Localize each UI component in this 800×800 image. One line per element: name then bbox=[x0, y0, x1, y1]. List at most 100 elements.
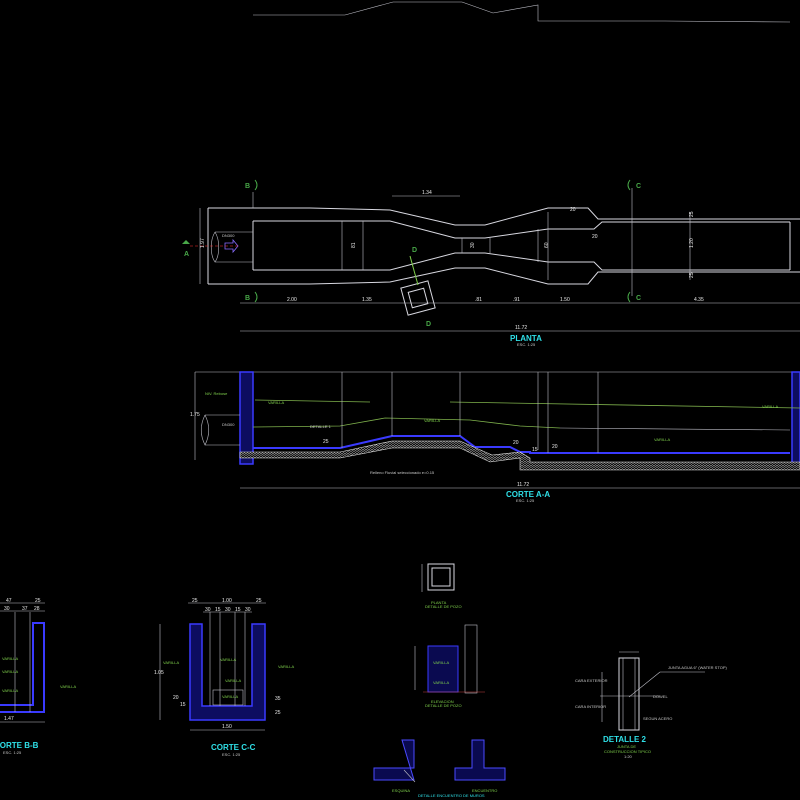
pit-d bbox=[400, 280, 436, 316]
flow-arrow-icon bbox=[224, 238, 239, 254]
bottom-dimensions: 2.00 1.35 .81 .91 1.50 4.35 bbox=[287, 297, 704, 303]
height-dim: 1.75 bbox=[190, 412, 200, 418]
annotation: Relleno Fluvial seleccionado e=0.15 bbox=[370, 470, 435, 475]
svg-text:1.35: 1.35 bbox=[362, 297, 372, 303]
detalle-encuentro-view: ESQUINA ENCUENTRO DETALLE ENCUENTRO DE M… bbox=[373, 739, 506, 798]
annotation: NIV. Rebose bbox=[205, 391, 228, 396]
svg-text:VARILLA: VARILLA bbox=[433, 660, 449, 665]
svg-text:25: 25 bbox=[35, 598, 41, 604]
corte-aa-scale: ESC. 1:25 bbox=[516, 498, 535, 503]
svg-text:VARILLA: VARILLA bbox=[278, 664, 294, 669]
dim-label: 15 bbox=[532, 447, 538, 453]
total-length-dim: 11.72 bbox=[517, 482, 529, 488]
pipe-label: DN300 bbox=[222, 422, 235, 427]
svg-text:.81: .81 bbox=[475, 297, 482, 303]
detalle-pozo-view: PLANTA DETALLE DE POZO VARILLA VARILLA E… bbox=[414, 563, 485, 708]
top-profile-line bbox=[253, 1, 791, 23]
svg-text:PLANTA: PLANTA bbox=[431, 600, 447, 605]
svg-text:30: 30 bbox=[205, 607, 211, 613]
svg-text:30: 30 bbox=[225, 607, 231, 613]
svg-text:VARILLA: VARILLA bbox=[2, 669, 18, 674]
section-c-marker-top: C bbox=[636, 183, 641, 190]
section-c-marker-bottom: C bbox=[636, 295, 641, 302]
svg-text:ELEVACION: ELEVACION bbox=[431, 699, 454, 704]
svg-text:25: 25 bbox=[256, 598, 262, 604]
dim-label: 81 bbox=[351, 242, 357, 248]
svg-text:VARILLA: VARILLA bbox=[163, 660, 179, 665]
svg-text:VARILLA: VARILLA bbox=[60, 684, 76, 689]
svg-text:15: 15 bbox=[180, 702, 186, 708]
dim-label: 25 bbox=[689, 272, 695, 278]
svg-text:1.47: 1.47 bbox=[4, 716, 14, 722]
svg-text:1.50: 1.50 bbox=[222, 724, 232, 730]
svg-text:35: 35 bbox=[275, 696, 281, 702]
svg-text:47: 47 bbox=[6, 598, 12, 604]
svg-text:4.35: 4.35 bbox=[694, 297, 704, 303]
svg-text:15: 15 bbox=[235, 607, 241, 613]
annotation: VARILLA bbox=[268, 400, 284, 405]
svg-text:VARILLA: VARILLA bbox=[225, 678, 241, 683]
width-dim: 1.97 bbox=[200, 238, 206, 248]
section-d-marker-bottom: D bbox=[426, 321, 431, 328]
svg-text:DETALLE DE POZO: DETALLE DE POZO bbox=[425, 703, 462, 708]
detalle-2-view: JUNTA AGUA 6" (WATER STOP) CARA EXTERIOR… bbox=[575, 651, 728, 759]
section-a-marker: A bbox=[184, 251, 189, 258]
annotation: VARILLA bbox=[654, 437, 670, 442]
dim-label: 25 bbox=[689, 211, 695, 217]
corte-cc-view: 25 1.00 25 30 15 30 15 30 1.05 VARILLA V… bbox=[154, 598, 294, 757]
planta-scale: ESC. 1:25 bbox=[517, 342, 536, 347]
svg-text:1:20: 1:20 bbox=[624, 754, 633, 759]
svg-text:DETALLE ENCUENTRO DE MUROS: DETALLE ENCUENTRO DE MUROS bbox=[418, 793, 485, 798]
dim-label: 20 bbox=[570, 207, 576, 213]
svg-text:VARILLA: VARILLA bbox=[433, 680, 449, 685]
svg-text:VARILLA: VARILLA bbox=[2, 656, 18, 661]
svg-text:CARA EXTERIOR: CARA EXTERIOR bbox=[575, 678, 608, 683]
annotation: VARILLA bbox=[762, 404, 778, 409]
svg-text:ESC. 1:25: ESC. 1:25 bbox=[3, 750, 22, 755]
corte-aa-view: 1.75 DN300 NIV. Rebose VARILLA DETALLE 1… bbox=[190, 371, 800, 503]
svg-text:25: 25 bbox=[192, 598, 198, 604]
svg-text:.91: .91 bbox=[513, 297, 520, 303]
svg-text:DOWEL: DOWEL bbox=[653, 694, 668, 699]
svg-text:37: 37 bbox=[22, 606, 28, 612]
svg-text:28: 28 bbox=[34, 606, 40, 612]
svg-text:SEGUN ACERO: SEGUN ACERO bbox=[643, 716, 672, 721]
corte-bb-title: CORTE B-B bbox=[0, 741, 39, 750]
svg-text:VARILLA: VARILLA bbox=[222, 694, 238, 699]
svg-text:VARILLA: VARILLA bbox=[220, 657, 236, 662]
svg-text:25: 25 bbox=[275, 710, 281, 716]
dim-label: 20 bbox=[552, 444, 558, 450]
section-b-marker-top: B bbox=[245, 183, 250, 190]
dim-label: 30 bbox=[470, 242, 476, 248]
svg-text:ESQUINA: ESQUINA bbox=[392, 788, 410, 793]
dim-label: 25 bbox=[323, 439, 329, 445]
svg-text:ESC. 1:25: ESC. 1:25 bbox=[222, 752, 241, 757]
corte-cc-title: CORTE C-C bbox=[211, 743, 256, 752]
total-length-dim: 11.72 bbox=[515, 325, 527, 331]
annotation: VARILLA bbox=[424, 418, 440, 423]
dim-label: 1.34 bbox=[422, 190, 432, 196]
svg-text:DETALLE DE POZO: DETALLE DE POZO bbox=[425, 604, 462, 609]
dim-label: 60 bbox=[544, 242, 550, 248]
dim-label: 20 bbox=[513, 440, 519, 446]
svg-text:ENCUENTRO: ENCUENTRO bbox=[472, 788, 497, 793]
svg-text:1.05: 1.05 bbox=[154, 670, 164, 676]
dim-label: 1.20 bbox=[689, 238, 695, 248]
svg-text:1.00: 1.00 bbox=[222, 598, 232, 604]
section-arrow-icon bbox=[182, 240, 190, 244]
svg-text:JUNTA AGUA 6" (WATER STOP): JUNTA AGUA 6" (WATER STOP) bbox=[668, 665, 728, 670]
svg-text:VARILLA: VARILLA bbox=[2, 688, 18, 693]
svg-text:CARA INTERIOR: CARA INTERIOR bbox=[575, 704, 606, 709]
svg-text:JUNTA DE: JUNTA DE bbox=[617, 744, 636, 749]
svg-text:15: 15 bbox=[215, 607, 221, 613]
svg-text:30: 30 bbox=[4, 606, 10, 612]
corte-aa-title: CORTE A-A bbox=[506, 490, 550, 499]
dim-label: 20 bbox=[592, 234, 598, 240]
planta-view: DN300 81 30 60 1.20 25 25 20 20 1.97 A B… bbox=[182, 179, 800, 347]
svg-text:20: 20 bbox=[173, 695, 179, 701]
section-d-marker-top: D bbox=[412, 247, 417, 254]
corte-bb-view: 47 25 30 37 28 VARILLA VARILLA VARILLA V… bbox=[0, 598, 76, 755]
svg-text:2.00: 2.00 bbox=[287, 297, 297, 303]
section-b-marker-bottom: B bbox=[245, 295, 250, 302]
